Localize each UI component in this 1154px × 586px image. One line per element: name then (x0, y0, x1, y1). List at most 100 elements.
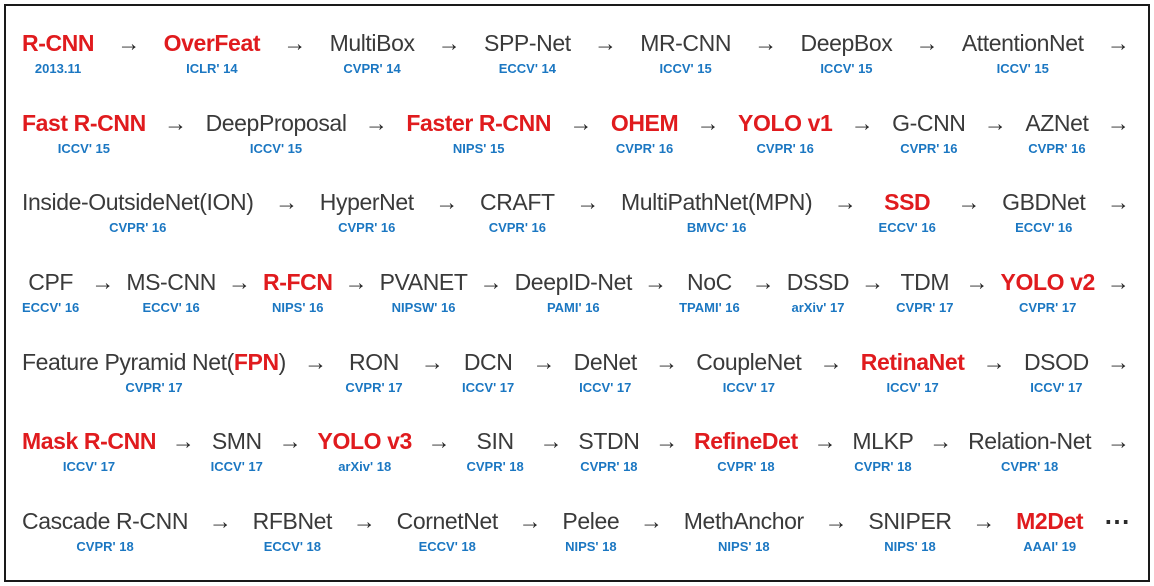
model-name: RFBNet (252, 508, 333, 535)
model-name: DeepBox (800, 29, 893, 56)
model-name: M2Det (1016, 508, 1084, 535)
model-name: CornetNet (396, 508, 499, 535)
model-venue: 2013.11 (34, 60, 82, 76)
model-name-part: Feature Pyramid Net( (22, 348, 234, 375)
model-name: Mask R-CNN (22, 428, 157, 455)
model-name-part: ) (278, 348, 287, 375)
model-venue: CVPR' 17 (896, 299, 954, 315)
model-venue: CVPR' 18 (1000, 459, 1059, 475)
model-venue: CVPR' 18 (580, 459, 638, 475)
model-name: PVANET (379, 268, 468, 295)
model-name: OHEM (610, 109, 679, 136)
arrow-icon: → (539, 428, 563, 455)
model-venue: ECCV' 16 (142, 299, 200, 315)
model-venue: NIPSW' 16 (391, 299, 456, 315)
arrow-icon: → (283, 29, 307, 56)
model-name: AttentionNet (961, 29, 1084, 56)
model-name: DeNet (573, 348, 638, 375)
model-venue: NIPS' 18 (884, 539, 936, 555)
model-name: MultiPathNet(MPN) (620, 189, 813, 216)
model-name: SIN (476, 428, 515, 455)
model-name: MultiBox (329, 29, 415, 56)
model-name: YOLO v3 (317, 428, 413, 455)
model-venue: CVPR' 16 (488, 220, 546, 236)
model-name: TDM (900, 268, 950, 295)
model-venue: CVPR' 16 (1028, 140, 1086, 156)
arrow-icon: → (364, 109, 388, 136)
model-venue: NIPS' 16 (272, 299, 324, 315)
model-entry: CRAFT CVPR' 16 (480, 186, 555, 236)
arrow-icon: → (644, 268, 668, 295)
model-venue: NIPS' 15 (452, 140, 505, 156)
model-venue: CVPR' 17 (345, 379, 403, 395)
arrow-icon: → (982, 348, 1006, 375)
arrow-icon: → (696, 109, 720, 136)
arrow-icon: → (824, 508, 848, 535)
arrow-icon: → (1106, 268, 1130, 295)
arrow-icon: → (569, 109, 593, 136)
arrow-icon: → (437, 29, 461, 56)
model-entry: TDM CVPR' 17 (896, 266, 953, 316)
model-venue: CVPR' 16 (338, 220, 396, 236)
arrow-icon: → (435, 189, 459, 216)
model-name: R-FCN (263, 268, 333, 295)
model-entry: Inside-OutsideNet(ION)CVPR' 16 (22, 186, 254, 236)
model-name: Fast R-CNN (22, 109, 146, 136)
model-venue: ICCV' 17 (722, 379, 775, 395)
model-venue: ECCV' 16 (1015, 220, 1073, 236)
model-name: R-CNN (22, 29, 95, 56)
model-venue: CVPR' 16 (756, 140, 814, 156)
model-name: SMN (211, 428, 262, 455)
arrow-icon: → (929, 428, 953, 455)
model-entry: YOLO v1 CVPR' 16 (738, 107, 833, 157)
model-name: RefineDet (694, 428, 798, 455)
model-name: MR-CNN (640, 29, 732, 56)
model-venue: ECCV' 16 (878, 220, 936, 236)
model-entry: R-CNN 2013.11 (22, 27, 95, 77)
model-name: HyperNet (319, 189, 414, 216)
model-venue: NIPS' 18 (718, 539, 770, 555)
model-name-part: FPN (233, 348, 279, 375)
model-name: MS-CNN (126, 268, 216, 295)
arrow-icon: → (352, 508, 376, 535)
arrow-icon: → (344, 268, 368, 295)
arrow-icon: → (833, 189, 857, 216)
model-name: DSOD (1023, 348, 1089, 375)
model-name: YOLO v1 (738, 109, 833, 136)
model-name: RetinaNet (860, 348, 965, 375)
model-entry: Feature Pyramid Net(FPN)CVPR' 17 (22, 346, 286, 396)
model-venue: CVPR' 16 (109, 220, 167, 236)
model-name: STDN (578, 428, 640, 455)
arrow-icon: → (655, 428, 679, 455)
model-venue: ICCV' 15 (249, 140, 303, 156)
model-entry: PVANET NIPSW' 16 (380, 266, 468, 316)
model-venue: ICCV' 17 (462, 379, 515, 395)
model-name: Feature Pyramid Net(FPN) (22, 346, 286, 379)
arrow-icon: → (91, 268, 115, 295)
model-name: OverFeat (163, 29, 261, 56)
model-venue: NIPS' 18 (565, 539, 617, 555)
model-name: CRAFT (480, 189, 555, 216)
